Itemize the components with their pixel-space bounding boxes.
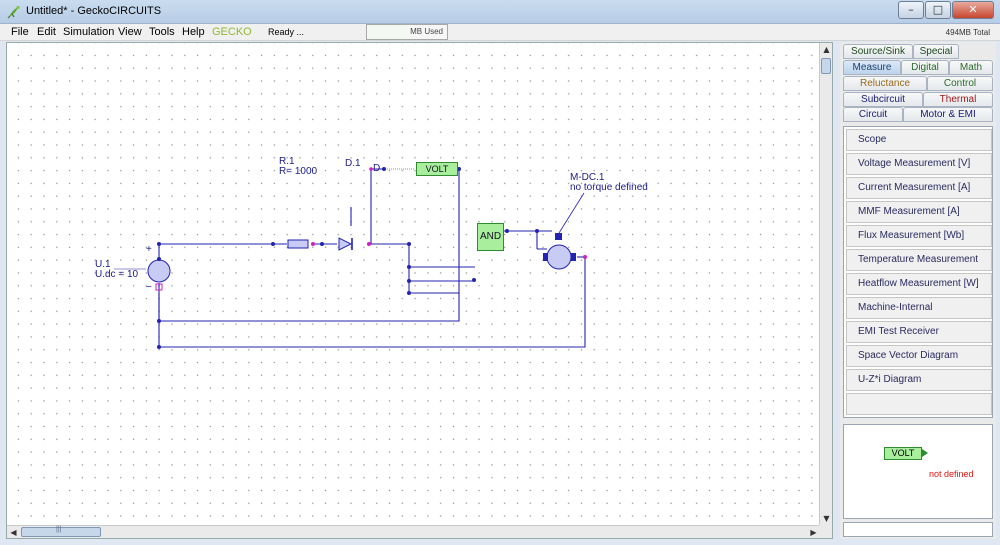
list-item-uzi-diagram[interactable]: U-Z*i Diagram: [846, 369, 992, 391]
horizontal-scrollbar[interactable]: ◀ ||| ▶: [7, 525, 820, 538]
gecko-app-icon: [7, 5, 20, 19]
diode-d1[interactable]: [338, 237, 353, 251]
list-item-mmf-measurement[interactable]: MMF Measurement [A]: [846, 201, 992, 223]
and-gate-block[interactable]: AND: [477, 223, 504, 251]
schematic-canvas[interactable]: R.1 R= 1000 D.1 U.1 U.dc = 10 + − D M-DC…: [7, 43, 820, 525]
resistor-value-label: R= 1000: [279, 166, 318, 177]
scroll-down-icon[interactable]: ▼: [823, 514, 830, 523]
memory-used-indicator: MB Used: [366, 24, 448, 40]
scroll-right-icon[interactable]: ▶: [810, 528, 817, 537]
maximize-button[interactable]: □: [925, 1, 951, 19]
close-button[interactable]: ✕: [952, 1, 994, 19]
scroll-corner: [819, 525, 832, 538]
tab-circuit[interactable]: Circuit: [843, 107, 903, 122]
list-item-space-vector-diagram[interactable]: Space Vector Diagram: [846, 345, 992, 367]
scroll-up-icon[interactable]: ▲: [823, 45, 830, 54]
menu-tools[interactable]: Tools: [149, 26, 175, 38]
menu-edit[interactable]: Edit: [37, 26, 56, 38]
resistor-name-label: R.1: [279, 156, 295, 167]
list-item-flux-measurement[interactable]: Flux Measurement [Wb]: [846, 225, 992, 247]
tab-control[interactable]: Control: [927, 76, 993, 91]
panel-input-field[interactable]: [843, 522, 993, 537]
source-value-label: U.dc = 10: [95, 269, 139, 280]
motor-note-label: no torque defined: [570, 182, 648, 193]
diode-name-label: D.1: [345, 158, 361, 169]
tab-subcircuit[interactable]: Subcircuit: [843, 92, 923, 107]
minimize-button[interactable]: –: [898, 1, 924, 19]
list-item-temperature-measurement[interactable]: Temperature Measurement: [846, 249, 992, 271]
source-name-label: U.1: [95, 259, 111, 270]
list-item-current-measurement[interactable]: Current Measurement [A]: [846, 177, 992, 199]
tab-source-sink[interactable]: Source/Sink: [843, 44, 913, 59]
memory-total-label: 494MB Total: [945, 28, 990, 37]
component-preview: VOLT not defined: [843, 424, 993, 519]
dc-motor-m1[interactable]: [537, 233, 576, 270]
tab-measure[interactable]: Measure: [843, 60, 901, 75]
scroll-grip-icon: |||: [56, 526, 62, 533]
list-item-emi-test-receiver[interactable]: EMI Test Receiver: [846, 321, 992, 343]
menu-file[interactable]: File: [11, 26, 29, 38]
memory-used-label: MB Used: [410, 27, 443, 36]
menu-gecko[interactable]: GECKO: [212, 26, 252, 38]
menu-simulation[interactable]: Simulation: [63, 26, 115, 38]
scroll-left-icon[interactable]: ◀: [10, 528, 17, 537]
schematic-editor: R.1 R= 1000 D.1 U.1 U.dc = 10 + − D M-DC…: [6, 42, 833, 539]
tab-special[interactable]: Special: [913, 44, 959, 59]
list-item-scope[interactable]: Scope: [846, 129, 992, 151]
measure-component-list: Scope Voltage Measurement [V] Current Me…: [843, 126, 993, 418]
source-minus-sign: −: [146, 282, 152, 293]
preview-volt-block: VOLT: [884, 447, 922, 460]
menu-help[interactable]: Help: [182, 26, 205, 38]
preview-status: not defined: [929, 469, 974, 479]
tab-thermal[interactable]: Thermal: [923, 92, 993, 107]
tab-motor-emi[interactable]: Motor & EMI: [903, 107, 993, 122]
component-panel: Source/Sink Special Measure Digital Math…: [840, 42, 996, 539]
memory-used-fill: [367, 25, 407, 39]
menu-view[interactable]: View: [118, 26, 142, 38]
title-bar: Untitled* - GeckoCIRCUITS – □ ✕: [0, 0, 1000, 24]
status-text: Ready ...: [268, 27, 305, 37]
list-item-voltage-measurement[interactable]: Voltage Measurement [V]: [846, 153, 992, 175]
motor-name-label: M-DC.1: [570, 172, 605, 183]
resistor-r1[interactable]: [287, 239, 309, 249]
probe-letter: D: [373, 163, 381, 174]
voltage-source-u1[interactable]: [147, 259, 171, 283]
menu-bar: File Edit Simulation View Tools Help GEC…: [0, 24, 1000, 41]
preview-output-arrow-icon: [922, 449, 928, 457]
vertical-scroll-thumb[interactable]: [821, 58, 831, 74]
list-item-machine-internal[interactable]: Machine-Internal: [846, 297, 992, 319]
list-item-empty: [846, 393, 992, 415]
tab-reluctance[interactable]: Reluctance: [843, 76, 927, 91]
vertical-scrollbar[interactable]: ▲ ▼: [819, 43, 832, 525]
voltmeter-block[interactable]: VOLT: [416, 162, 458, 176]
window-title: Untitled* - GeckoCIRCUITS: [26, 5, 162, 17]
list-item-heatflow-measurement[interactable]: Heatflow Measurement [W]: [846, 273, 992, 295]
circuit-wires: [114, 167, 587, 349]
tab-digital[interactable]: Digital: [901, 60, 949, 75]
tab-math[interactable]: Math: [949, 60, 993, 75]
horizontal-scroll-thumb[interactable]: |||: [21, 526, 101, 537]
source-plus-sign: +: [146, 244, 152, 255]
